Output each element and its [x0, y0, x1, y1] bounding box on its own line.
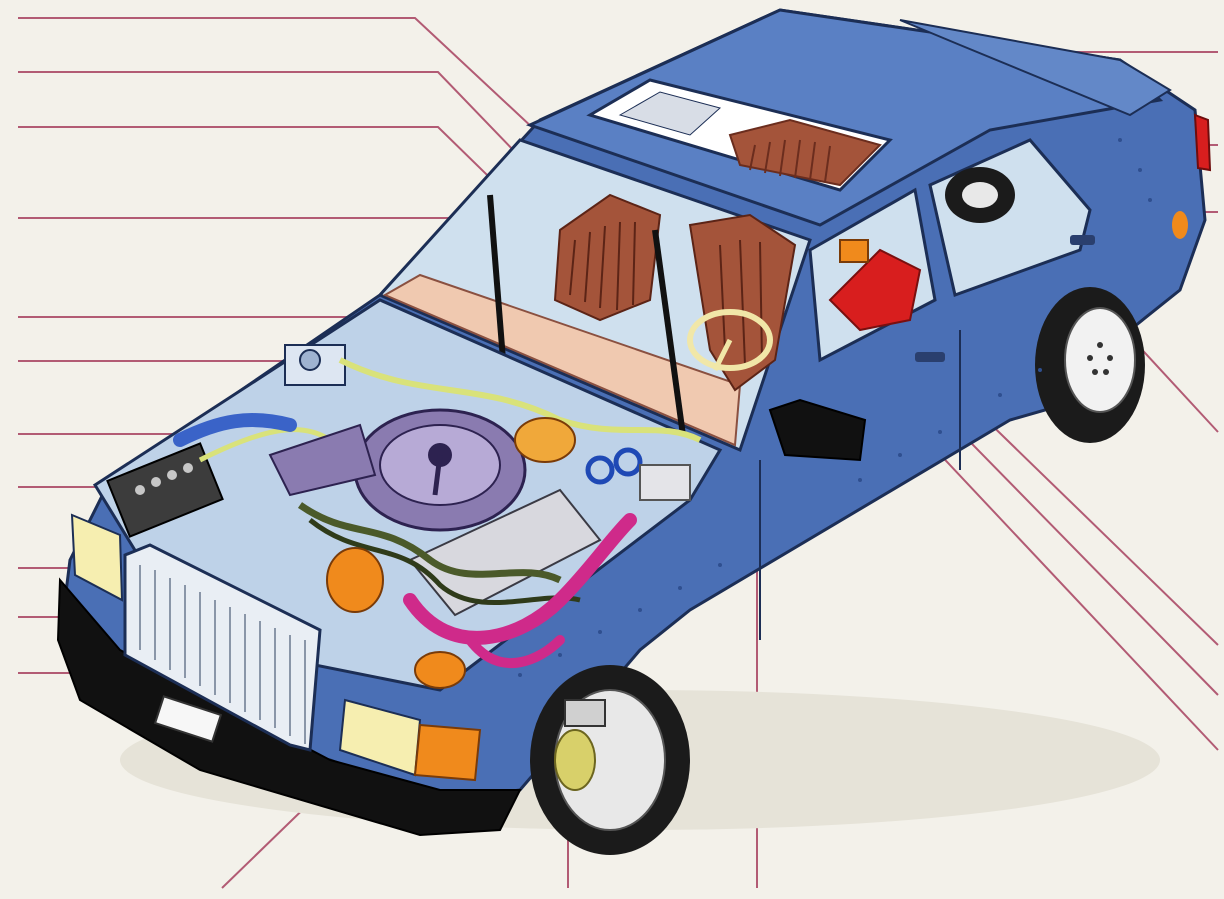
tail-light: [1195, 115, 1210, 170]
distributor: [327, 548, 383, 612]
fuse-box: [515, 418, 575, 462]
shock-mount: [565, 700, 605, 726]
reservoir-cap: [300, 350, 320, 370]
rear-rim: [1065, 308, 1135, 412]
front-door-handle: [915, 352, 945, 362]
rear-door-handle: [1070, 235, 1095, 245]
spare-rim: [962, 182, 998, 208]
alternator: [415, 652, 465, 688]
brake-master-cylinder: [640, 465, 690, 500]
right-indicator: [415, 725, 480, 780]
interior-orange-part: [840, 240, 868, 262]
rear-side-marker: [1172, 211, 1188, 239]
brake-caliper: [555, 730, 595, 790]
